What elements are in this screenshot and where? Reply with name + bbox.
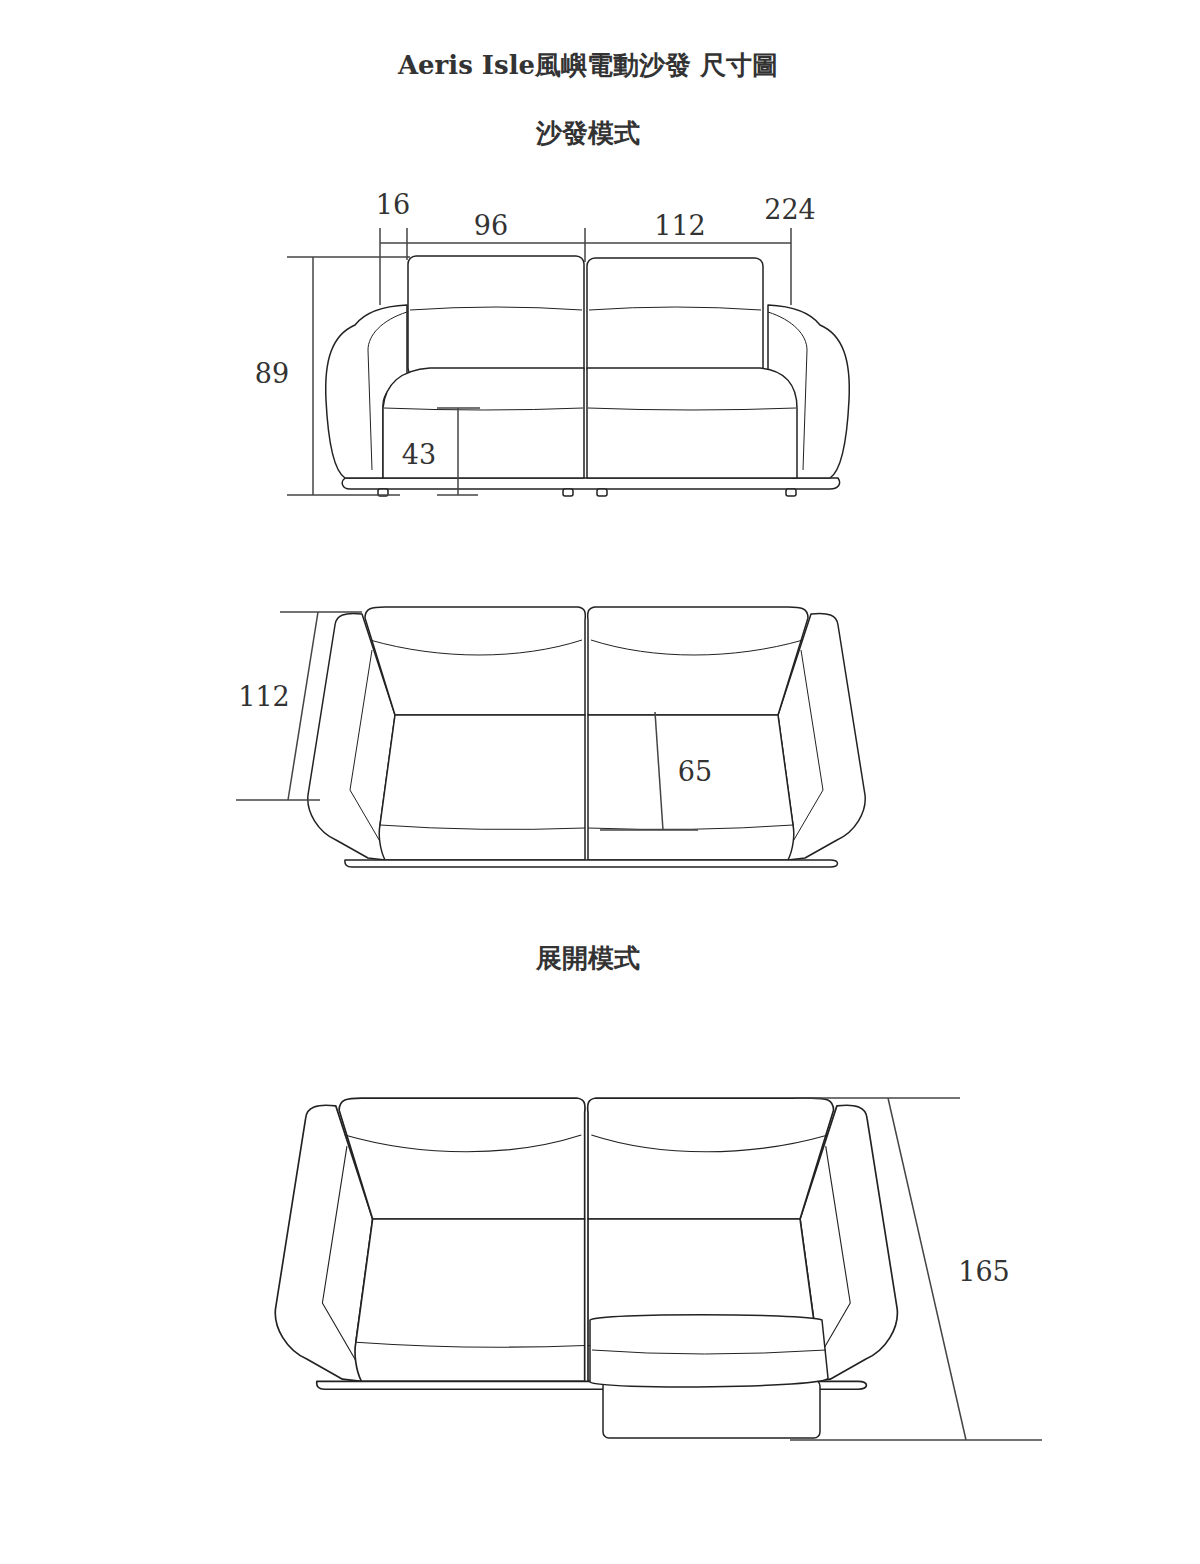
dimension-lines xyxy=(236,612,698,830)
line-art xyxy=(563,489,573,496)
line-art xyxy=(587,368,797,478)
line-art xyxy=(312,257,314,495)
line-art xyxy=(600,829,698,831)
line-art xyxy=(342,478,839,489)
dimension-label: 112 xyxy=(652,211,708,241)
dimension-lines xyxy=(790,1098,1042,1440)
line-art xyxy=(437,407,480,409)
line-art xyxy=(280,611,362,613)
expanded-view xyxy=(275,1098,897,1389)
line-art xyxy=(379,228,381,305)
footrest xyxy=(590,1315,828,1438)
line-art xyxy=(786,489,796,496)
line-art xyxy=(790,228,792,305)
line-art xyxy=(410,307,761,310)
line-art xyxy=(592,1350,826,1354)
dimension-label: 224 xyxy=(762,195,818,225)
line-art xyxy=(236,799,320,801)
line-art xyxy=(287,494,400,496)
dimension-lines xyxy=(287,228,791,495)
section-heading: 展開模式 xyxy=(534,944,642,973)
dimension-label: 165 xyxy=(956,1257,1012,1287)
line-art xyxy=(457,408,459,495)
line-art xyxy=(384,408,796,410)
front-view xyxy=(326,256,850,496)
dimension-label: 43 xyxy=(400,440,438,470)
top-view xyxy=(308,607,865,867)
dimension-label: 112 xyxy=(236,682,292,712)
dimension-label: 89 xyxy=(253,359,291,389)
line-art xyxy=(655,712,663,830)
line-art xyxy=(790,1439,1042,1441)
line-art xyxy=(383,368,584,478)
title: Aeris Isle風嶼電動沙發 尺寸圖 xyxy=(396,51,780,80)
line-art xyxy=(795,1097,960,1099)
line-art xyxy=(406,228,408,260)
dimension-label: 16 xyxy=(374,190,412,220)
line-art xyxy=(584,228,586,262)
line-art xyxy=(437,494,478,496)
line-art xyxy=(288,612,318,800)
line-art xyxy=(408,256,584,376)
line-art xyxy=(597,489,607,496)
dimension-label: 65 xyxy=(676,757,714,787)
line-art xyxy=(287,256,410,258)
line-art xyxy=(603,1380,820,1438)
dimension-label: 96 xyxy=(472,211,510,241)
section-heading: 沙發模式 xyxy=(534,119,642,148)
line-art xyxy=(590,1315,828,1387)
line-art xyxy=(888,1098,966,1440)
line-art xyxy=(587,258,763,376)
